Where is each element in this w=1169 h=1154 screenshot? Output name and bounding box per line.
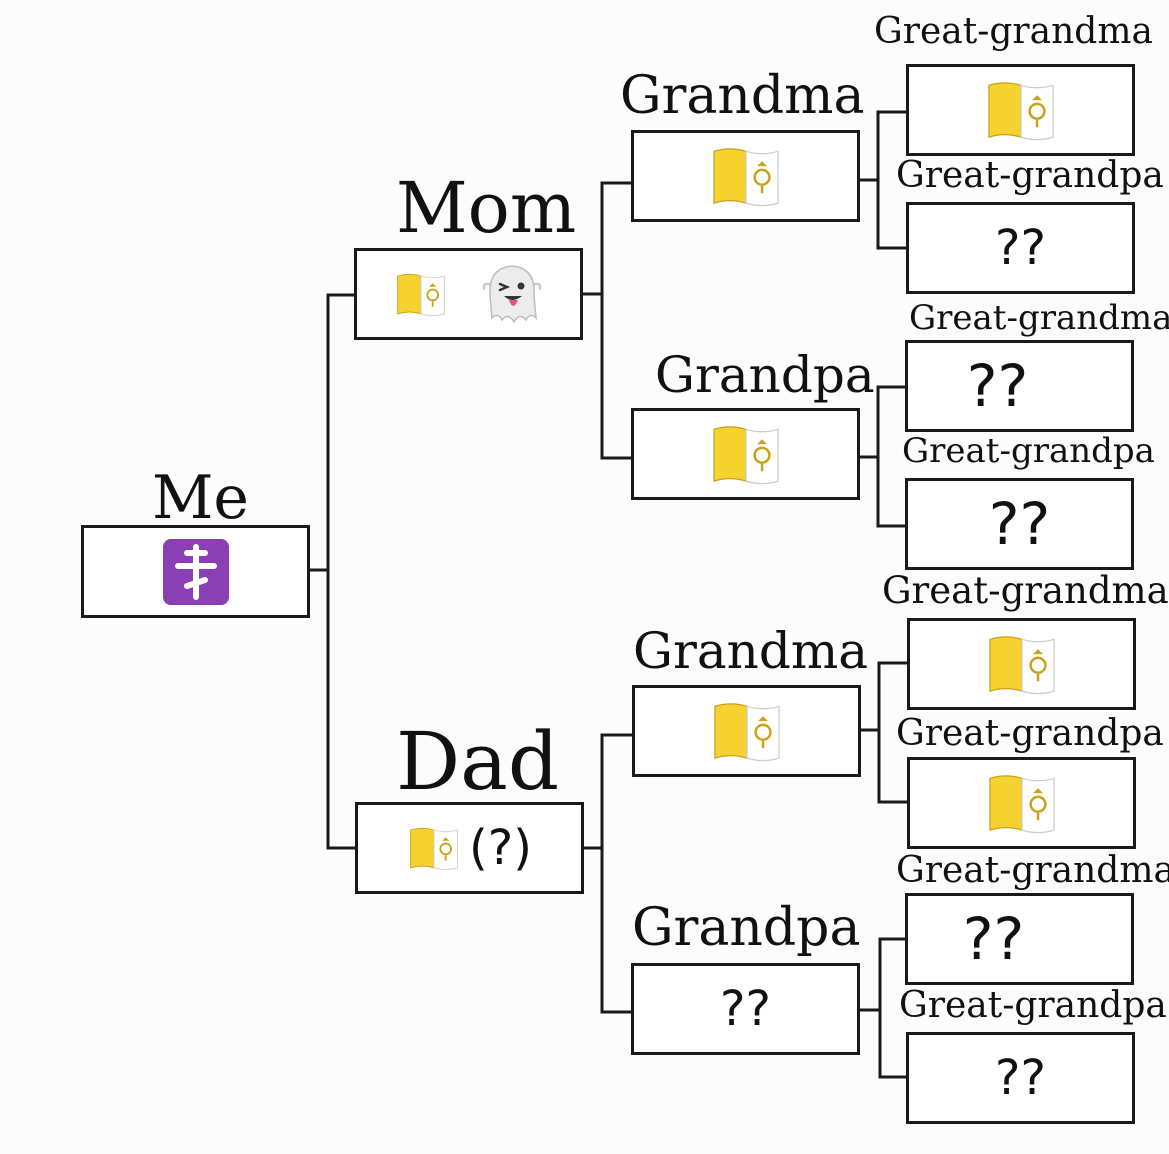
orthodox-cross-icon: [162, 538, 229, 605]
dad-uncertain-note: (?): [469, 820, 532, 876]
great-grandpa-2-box[interactable]: ??: [906, 202, 1135, 294]
great-grandma-3-box[interactable]: ??: [905, 340, 1134, 432]
unknown-value: ??: [720, 981, 771, 1037]
dad-label: Dad: [396, 715, 560, 808]
vatican-flag-icon: [987, 82, 1054, 141]
great-grandma-3-label: Great-grandma: [909, 298, 1169, 338]
connector-me-parents: [326, 293, 356, 850]
vatican-flag-icon: [713, 703, 780, 762]
mom-grandma-box[interactable]: [631, 130, 860, 222]
great-grandpa-2-label: Great-grandpa: [896, 155, 1164, 196]
winking-ghost-icon: [482, 265, 541, 324]
great-grandpa-4-box[interactable]: ??: [905, 478, 1134, 570]
vatican-flag-icon: [712, 148, 779, 207]
dad-grandma-box[interactable]: [632, 685, 861, 777]
dad-box[interactable]: (?): [355, 802, 584, 894]
unknown-value: ??: [995, 220, 1046, 276]
unknown-value: ??: [988, 490, 1051, 558]
great-grandma-7-box[interactable]: ??: [905, 893, 1134, 985]
unknown-value: ??: [966, 352, 1029, 420]
mom-grandpa-box[interactable]: [631, 408, 860, 500]
unknown-value: ??: [995, 1050, 1046, 1106]
mom-box[interactable]: [354, 248, 583, 340]
vatican-flag-icon: [712, 426, 779, 485]
vatican-flag-icon: [410, 827, 458, 871]
mom-grandpa-label: Grandpa: [655, 346, 875, 404]
great-grandma-5-label: Great-grandma: [882, 569, 1169, 612]
great-grandpa-6-box[interactable]: [907, 757, 1136, 849]
great-grandma-7-label: Great-grandma: [896, 850, 1169, 891]
mom-label: Mom: [396, 167, 577, 249]
great-grandpa-8-box[interactable]: ??: [906, 1032, 1135, 1124]
me-label: Me: [152, 463, 249, 533]
unknown-value: ??: [962, 905, 1025, 973]
connector-mom-grandparents: [600, 181, 632, 460]
great-grandpa-4-label: Great-grandpa: [902, 431, 1155, 471]
vatican-flag-icon: [988, 636, 1055, 695]
great-grandma-1-box[interactable]: [906, 64, 1135, 156]
great-grandpa-8-label: Great-grandpa: [899, 985, 1167, 1026]
great-grandma-5-box[interactable]: [907, 618, 1136, 710]
connector-dad-grandparents: [600, 733, 633, 1014]
dad-grandpa-box[interactable]: ??: [631, 963, 860, 1055]
great-grandma-1-label: Great-grandma: [874, 11, 1153, 52]
me-box[interactable]: [81, 525, 310, 618]
mom-grandma-label: Grandma: [620, 66, 865, 126]
dad-grandma-label: Grandma: [633, 622, 869, 680]
vatican-flag-icon: [988, 775, 1055, 834]
great-grandpa-6-label: Great-grandpa: [896, 713, 1164, 754]
dad-grandpa-label: Grandpa: [632, 898, 861, 958]
vatican-flag-icon: [396, 273, 445, 317]
